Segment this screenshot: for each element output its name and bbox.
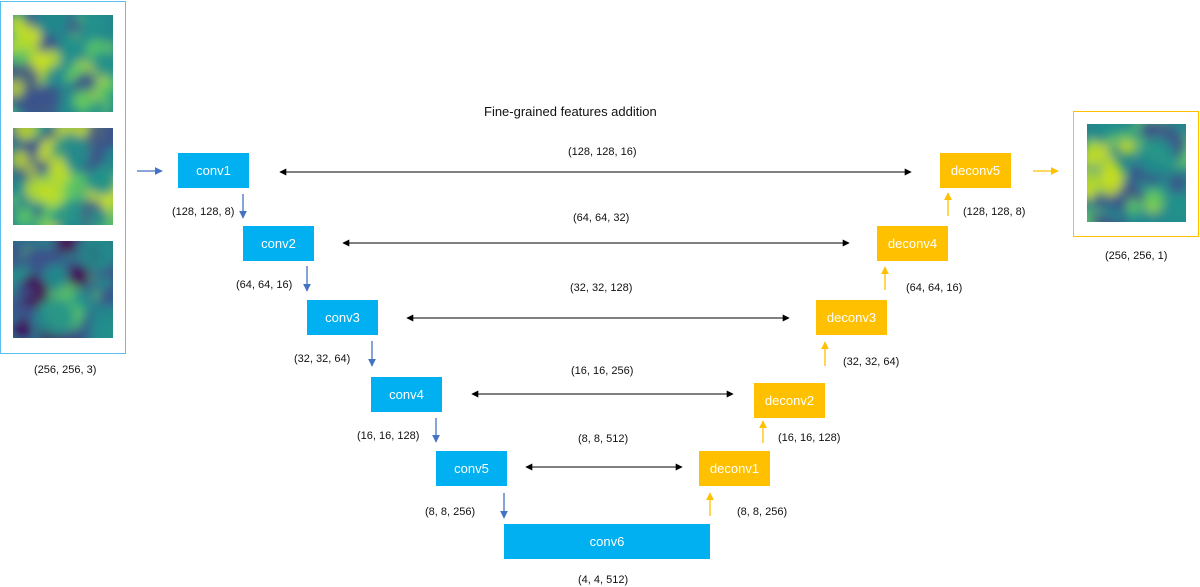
deconv2-label: deconv2 bbox=[764, 393, 815, 408]
deconv4-block: deconv4 bbox=[877, 226, 948, 261]
conv6-label: conv6 bbox=[589, 534, 625, 549]
deconv5-block: deconv5 bbox=[940, 153, 1011, 188]
deconv1-shape-label: (16, 16, 128) bbox=[778, 432, 841, 444]
conv2-label: conv2 bbox=[261, 236, 296, 251]
deconv3-shape-label: (64, 64, 16) bbox=[906, 282, 963, 294]
conv5-label: conv5 bbox=[454, 461, 489, 476]
conv6-block: conv6 bbox=[504, 524, 710, 559]
conv6-shape-label: (4, 4, 512) bbox=[578, 574, 629, 586]
deconv1-label: deconv1 bbox=[709, 461, 760, 476]
deconv2-shape-label: (32, 32, 64) bbox=[843, 356, 900, 368]
input-image-1 bbox=[2, 0, 122, 128]
conv3-label: conv3 bbox=[325, 310, 360, 325]
conv4-shape-label: (16, 16, 128) bbox=[357, 430, 420, 442]
deconv1-block: deconv1 bbox=[699, 451, 770, 486]
deconv3-block: deconv3 bbox=[816, 300, 887, 335]
deconv3-label: deconv3 bbox=[826, 310, 877, 325]
conv5-block: conv5 bbox=[436, 451, 507, 486]
deconv4-label: deconv4 bbox=[887, 236, 938, 251]
input-frame bbox=[0, 1, 126, 354]
deconv5-label: deconv5 bbox=[950, 163, 1001, 178]
skip2-shape-label: (64, 64, 32) bbox=[573, 212, 630, 224]
input-image-2 bbox=[5, 109, 128, 238]
conv2-block: conv2 bbox=[243, 226, 314, 261]
input-shape-label: (256, 256, 3) bbox=[34, 364, 97, 376]
output-shape-label: (256, 256, 1) bbox=[1105, 250, 1168, 262]
conv1-label: conv1 bbox=[196, 163, 231, 178]
conv3-block: conv3 bbox=[307, 300, 378, 335]
skip1-shape-label: (128, 128, 16) bbox=[568, 146, 637, 158]
deconv2-block: deconv2 bbox=[754, 383, 825, 418]
conv4-block: conv4 bbox=[371, 377, 442, 412]
skip4-shape-label: (16, 16, 256) bbox=[571, 365, 634, 377]
skip5-shape-label: (8, 8, 512) bbox=[578, 433, 629, 445]
output-frame bbox=[1073, 111, 1199, 237]
deconv4-shape-label: (128, 128, 8) bbox=[963, 206, 1026, 218]
conv1-shape-label: (128, 128, 8) bbox=[172, 206, 235, 218]
conv2-shape-label: (64, 64, 16) bbox=[236, 279, 293, 291]
skip3-shape-label: (32, 32, 128) bbox=[570, 282, 633, 294]
deconv1-input-shape-label: (8, 8, 256) bbox=[737, 506, 788, 518]
conv1-block: conv1 bbox=[178, 153, 249, 188]
conv4-label: conv4 bbox=[389, 387, 424, 402]
conv5-shape-label: (8, 8, 256) bbox=[425, 506, 476, 518]
conv3-shape-label: (32, 32, 64) bbox=[294, 353, 351, 365]
diagram-title: Fine-grained features addition bbox=[484, 104, 657, 119]
